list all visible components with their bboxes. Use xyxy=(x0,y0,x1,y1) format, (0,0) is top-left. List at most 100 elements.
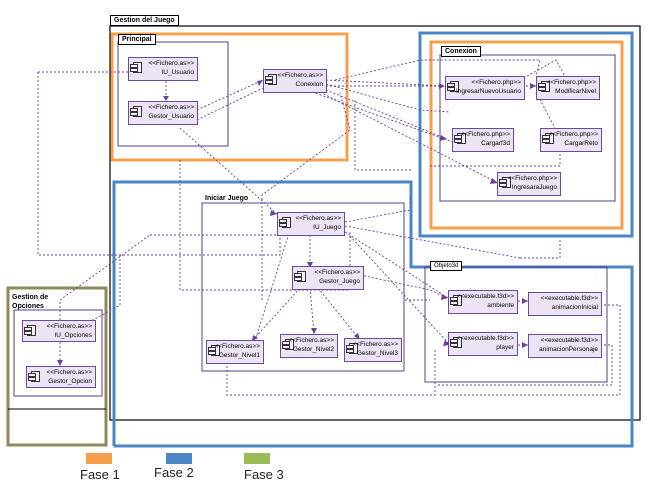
component-icon xyxy=(450,337,462,348)
component-stereotype: <<Fichero.as>> xyxy=(148,60,194,67)
package-conexion-frame xyxy=(439,54,616,202)
component-stereotype: <<Fichero.as>> xyxy=(46,323,92,330)
component-stereotype: <<Fichero.as>> xyxy=(148,104,194,111)
component-name: IU_Usuario xyxy=(161,69,194,76)
component-icon xyxy=(294,271,306,282)
fase2-highlight-conexion xyxy=(418,31,634,238)
component-icon xyxy=(282,339,294,350)
component-stereotype: <<executable.f3d>> xyxy=(456,335,514,342)
package-objeto3d-title: Objeto3d xyxy=(430,261,463,271)
component-icon xyxy=(279,217,291,228)
component-animacion-inicial[interactable]: <<executable.f3d>> animacionInicial xyxy=(528,292,602,316)
component-gestor-nivel2[interactable]: <<Fichero.as>> Gestor_Nivel2 xyxy=(280,334,338,358)
component-conexion[interactable]: <<Fichero.as>> Conexion xyxy=(263,69,327,93)
component-gestor-opcion[interactable]: <<Fichero.as>> Gestor_Opcion xyxy=(26,366,96,388)
component-gestor-nivel1[interactable]: <<Fichero.as>> Gestor_Nivel1 xyxy=(206,340,264,364)
component-ingresar-nuevo-usuario[interactable]: <<Fichero.php>> IngresarNuevoUsuario xyxy=(445,76,525,100)
package-gestion-juego-title: Gestion del Juego xyxy=(110,15,179,26)
component-name: animacionInicial xyxy=(551,304,598,311)
fase2-highlight-juego xyxy=(112,180,634,448)
component-stereotype: <<executable.f3d>> xyxy=(540,295,598,302)
component-icon xyxy=(538,81,550,92)
component-stereotype: <<Fichero.php>> xyxy=(471,79,521,86)
component-player[interactable]: <<executable.f3d>> player xyxy=(448,332,518,356)
component-stereotype: <<Fichero.as>> xyxy=(277,72,323,79)
component-name: IngresarNuevoUsuario xyxy=(455,88,521,95)
component-stereotype: <<Fichero.php>> xyxy=(546,79,596,86)
component-stereotype: <<Fichero.as>> xyxy=(295,215,341,222)
component-name: IU_Juego xyxy=(313,224,341,231)
component-icon xyxy=(208,345,220,356)
component-gestor-usuario[interactable]: <<Fichero.as>> Gestor_Usuario xyxy=(128,101,198,125)
component-icon xyxy=(130,62,142,73)
component-name: Gestor_Opcion xyxy=(48,378,92,385)
component-stereotype: <<Fichero.as>> xyxy=(288,337,334,344)
legend-swatch-fase1 xyxy=(86,453,112,464)
component-name: Conexion xyxy=(295,81,323,88)
fase3-highlight-opciones xyxy=(6,286,108,447)
component-icon xyxy=(24,325,36,336)
component-icon xyxy=(454,133,466,144)
component-name: ambiente xyxy=(487,302,514,309)
package-gestion-juego-frame xyxy=(109,25,641,421)
component-gestor-juego[interactable]: <<Fichero.as>> Gestor_Juego xyxy=(292,266,364,290)
component-name: Gestor_Nivel2 xyxy=(292,346,334,353)
component-stereotype: <<executable.f3d>> xyxy=(456,293,514,300)
component-icon xyxy=(499,177,511,188)
component-name: CargarReto xyxy=(564,140,598,147)
component-name: Gestor_Nivel3 xyxy=(356,350,398,357)
dependency-lines xyxy=(37,59,621,396)
package-objeto3d-frame xyxy=(424,266,608,383)
component-name: Gestor_Nivel1 xyxy=(218,352,260,359)
legend-swatch-fase2 xyxy=(166,453,192,464)
component-stereotype: <<Fichero.as>> xyxy=(314,269,360,276)
legend-label-fase3: Fase 3 xyxy=(244,467,284,482)
component-name: IU_Opciones xyxy=(54,332,92,339)
component-name: ModificarNivel xyxy=(555,88,596,95)
fase1-highlight-principal xyxy=(110,32,349,162)
component-iu-juego[interactable]: <<Fichero.as>> IU_Juego xyxy=(277,212,345,236)
component-name: player xyxy=(496,344,514,351)
component-icon xyxy=(542,133,554,144)
legend-label-fase2: Fase 2 xyxy=(154,465,194,480)
component-stereotype: <<Fichero.php>> xyxy=(507,175,557,182)
component-stereotype: <<Fichero.php>> xyxy=(548,131,598,138)
component-animacion-personaje[interactable]: <<executable.f3d>> animacionPersonaje xyxy=(528,334,602,358)
component-modificar-nivel[interactable]: <<Fichero.php>> ModificarNivel xyxy=(536,76,600,100)
package-opciones-frame xyxy=(13,309,103,397)
component-icon xyxy=(447,81,459,92)
component-stereotype: <<Fichero.as>> xyxy=(214,343,260,350)
component-cargar-reto[interactable]: <<Fichero.php>> CargarReto xyxy=(540,128,602,152)
component-stereotype: <<executable.f3d>> xyxy=(540,337,598,344)
component-iu-usuario[interactable]: <<Fichero.as>> IU_Usuario xyxy=(128,57,198,81)
component-icon xyxy=(265,74,277,85)
component-ingresar-a-juego[interactable]: <<Fichero.php>> IngresaraJuego xyxy=(497,172,561,196)
component-stereotype: <<Fichero.as>> xyxy=(352,341,398,348)
component-stereotype: <<Fichero.php>> xyxy=(460,131,510,138)
package-opciones-title-line1: Gestion de xyxy=(12,294,49,301)
legend-label-fase1: Fase 1 xyxy=(80,467,120,482)
package-conexion-title: Conexion xyxy=(441,46,481,57)
package-principal-title: Principal xyxy=(118,34,156,45)
package-iniciar-juego-frame xyxy=(201,202,405,372)
component-name: animacionPersonaje xyxy=(539,346,598,353)
component-ambiente[interactable]: <<executable.f3d>> ambiente xyxy=(448,290,518,314)
component-cargar-f3d[interactable]: <<Fichero.php>> Cargarf3d xyxy=(452,128,514,152)
component-stereotype: <<Fichero.as>> xyxy=(46,369,92,376)
component-icon xyxy=(130,106,142,117)
component-name: Gestor_Juego xyxy=(319,278,360,285)
component-name: Gestor_Usuario xyxy=(148,113,194,120)
legend-swatch-fase3 xyxy=(244,453,270,464)
component-icon xyxy=(346,343,358,354)
component-gestor-nivel3[interactable]: <<Fichero.as>> Gestor_Nivel3 xyxy=(344,338,402,362)
component-name: IngresaraJuego xyxy=(511,184,557,191)
component-iu-opciones[interactable]: <<Fichero.as>> IU_Opciones xyxy=(22,320,96,342)
package-principal-frame xyxy=(117,41,229,147)
component-icon xyxy=(450,295,462,306)
component-icon xyxy=(28,371,40,382)
package-opciones-title-line2: Opciones xyxy=(12,303,44,310)
package-iniciar-juego-title: Iniciar Juego xyxy=(205,195,249,202)
fase1-highlight-conexion xyxy=(429,40,624,230)
component-name: Cargarf3d xyxy=(481,140,510,147)
